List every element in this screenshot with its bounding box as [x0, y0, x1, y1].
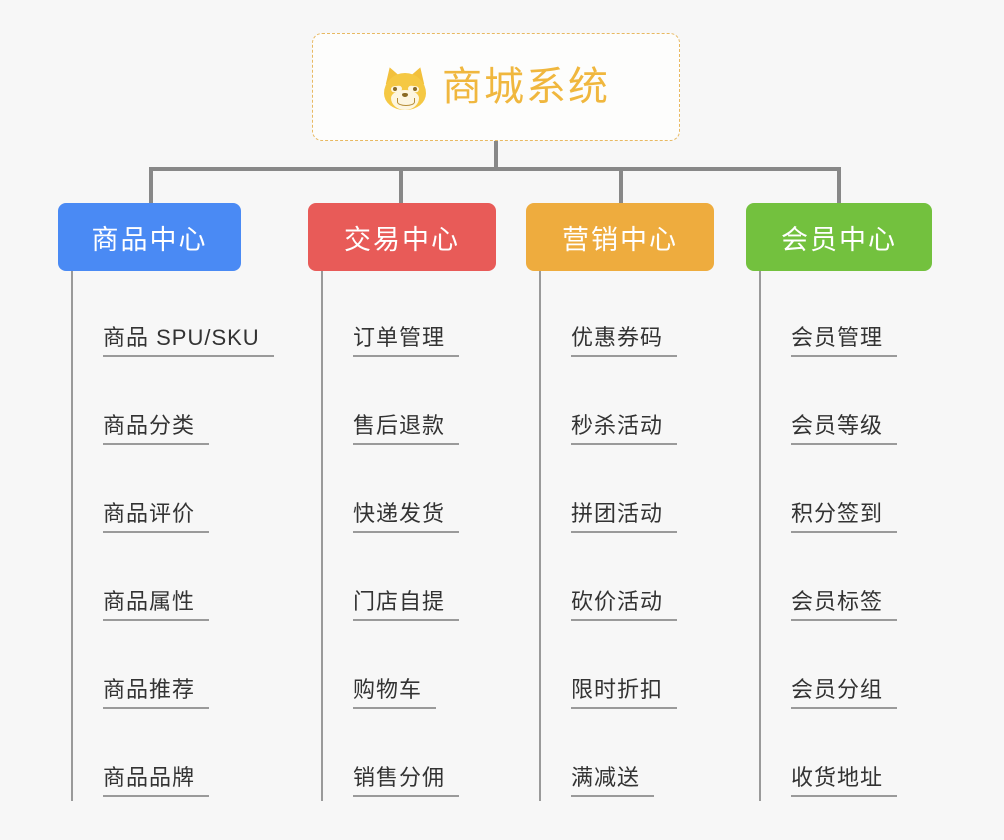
leaf-label: 秒杀活动	[571, 413, 678, 445]
leaf-item[interactable]: 商品属性	[73, 537, 278, 625]
leaf-label: 售后退款	[353, 413, 460, 445]
leaf-label: 商品属性	[103, 589, 210, 621]
shiba-nose-icon	[402, 93, 408, 97]
branch-header-label: 交易中心	[344, 224, 460, 255]
branch-column-4: 会员中心 会员管理 会员等级 积分签到 会员标签 会员分组 收货地址	[746, 203, 966, 801]
root-node[interactable]: 商城系统	[312, 33, 680, 141]
leaf-item[interactable]: 商品推荐	[73, 625, 278, 713]
leaf-item[interactable]: 商品分类	[73, 361, 278, 449]
leaf-label: 满减送	[571, 765, 655, 797]
leaf-item[interactable]: 商品评价	[73, 449, 278, 537]
leaf-item[interactable]: 满减送	[541, 713, 746, 801]
leaf-item[interactable]: 订单管理	[323, 271, 528, 361]
leaf-label: 商品分类	[103, 413, 210, 445]
branch-header-label: 商品中心	[91, 224, 208, 255]
connector-drop-4	[837, 167, 841, 203]
leaf-item[interactable]: 优惠券码	[541, 271, 746, 361]
root-title: 商城系统	[442, 65, 610, 109]
leaf-label: 积分签到	[791, 501, 898, 533]
leaf-label: 商品品牌	[103, 765, 210, 797]
leaf-label: 拼团活动	[571, 501, 678, 533]
branch-leaf-list-2: 订单管理 售后退款 快递发货 门店自提 购物车 销售分佣	[321, 271, 528, 801]
branch-header-1[interactable]: 商品中心	[58, 203, 241, 271]
shiba-pupil-right-icon	[413, 87, 417, 91]
leaf-item[interactable]: 砍价活动	[541, 537, 746, 625]
leaf-item[interactable]: 秒杀活动	[541, 361, 746, 449]
branch-leaf-list-3: 优惠券码 秒杀活动 拼团活动 砍价活动 限时折扣 满减送	[539, 271, 746, 801]
connector-root-stem	[494, 141, 498, 171]
branch-header-label: 营销中心	[562, 224, 678, 255]
leaf-item[interactable]: 会员等级	[761, 361, 966, 449]
leaf-item[interactable]: 会员管理	[761, 271, 966, 361]
branch-column-1: 商品中心 商品 SPU/SKU 商品分类 商品评价 商品属性 商品推荐 商品品牌	[58, 203, 278, 801]
leaf-label: 门店自提	[353, 589, 460, 621]
shiba-dog-face-icon	[381, 64, 429, 112]
leaf-label: 会员标签	[791, 589, 898, 621]
leaf-item[interactable]: 限时折扣	[541, 625, 746, 713]
leaf-label: 快递发货	[353, 501, 460, 533]
connector-drop-3	[619, 167, 623, 203]
leaf-label: 商品 SPU/SKU	[103, 325, 274, 357]
leaf-label: 会员等级	[791, 413, 898, 445]
leaf-label: 商品评价	[103, 501, 210, 533]
leaf-item[interactable]: 积分签到	[761, 449, 966, 537]
branch-column-3: 营销中心 优惠券码 秒杀活动 拼团活动 砍价活动 限时折扣 满减送	[526, 203, 746, 801]
leaf-item[interactable]: 商品品牌	[73, 713, 278, 801]
branch-header-label: 会员中心	[781, 224, 897, 255]
leaf-item[interactable]: 拼团活动	[541, 449, 746, 537]
leaf-label: 订单管理	[353, 325, 460, 357]
connector-horizontal-bus	[149, 167, 841, 171]
leaf-label: 销售分佣	[353, 765, 460, 797]
branch-column-2: 交易中心 订单管理 售后退款 快递发货 门店自提 购物车 销售分佣	[308, 203, 528, 801]
leaf-label: 购物车	[353, 677, 437, 709]
leaf-label: 会员管理	[791, 325, 898, 357]
leaf-label: 商品推荐	[103, 677, 210, 709]
branch-leaf-list-4: 会员管理 会员等级 积分签到 会员标签 会员分组 收货地址	[759, 271, 966, 801]
leaf-label: 优惠券码	[571, 325, 678, 357]
leaf-item[interactable]: 门店自提	[323, 537, 528, 625]
connector-drop-2	[399, 167, 403, 203]
leaf-item[interactable]: 购物车	[323, 625, 528, 713]
leaf-item[interactable]: 快递发货	[323, 449, 528, 537]
branch-header-3[interactable]: 营销中心	[526, 203, 714, 271]
leaf-label: 砍价活动	[571, 589, 678, 621]
leaf-label: 限时折扣	[571, 677, 678, 709]
leaf-item[interactable]: 收货地址	[761, 713, 966, 801]
connector-drop-1	[149, 167, 153, 203]
leaf-item[interactable]: 销售分佣	[323, 713, 528, 801]
branch-header-2[interactable]: 交易中心	[308, 203, 496, 271]
leaf-item[interactable]: 商品 SPU/SKU	[73, 271, 278, 361]
shiba-pupil-left-icon	[393, 87, 397, 91]
leaf-item[interactable]: 售后退款	[323, 361, 528, 449]
branch-leaf-list-1: 商品 SPU/SKU 商品分类 商品评价 商品属性 商品推荐 商品品牌	[71, 271, 278, 801]
leaf-item[interactable]: 会员标签	[761, 537, 966, 625]
shiba-mouth-icon	[397, 98, 415, 106]
leaf-label: 会员分组	[791, 677, 898, 709]
branch-header-4[interactable]: 会员中心	[746, 203, 932, 271]
leaf-item[interactable]: 会员分组	[761, 625, 966, 713]
leaf-label: 收货地址	[791, 765, 898, 797]
